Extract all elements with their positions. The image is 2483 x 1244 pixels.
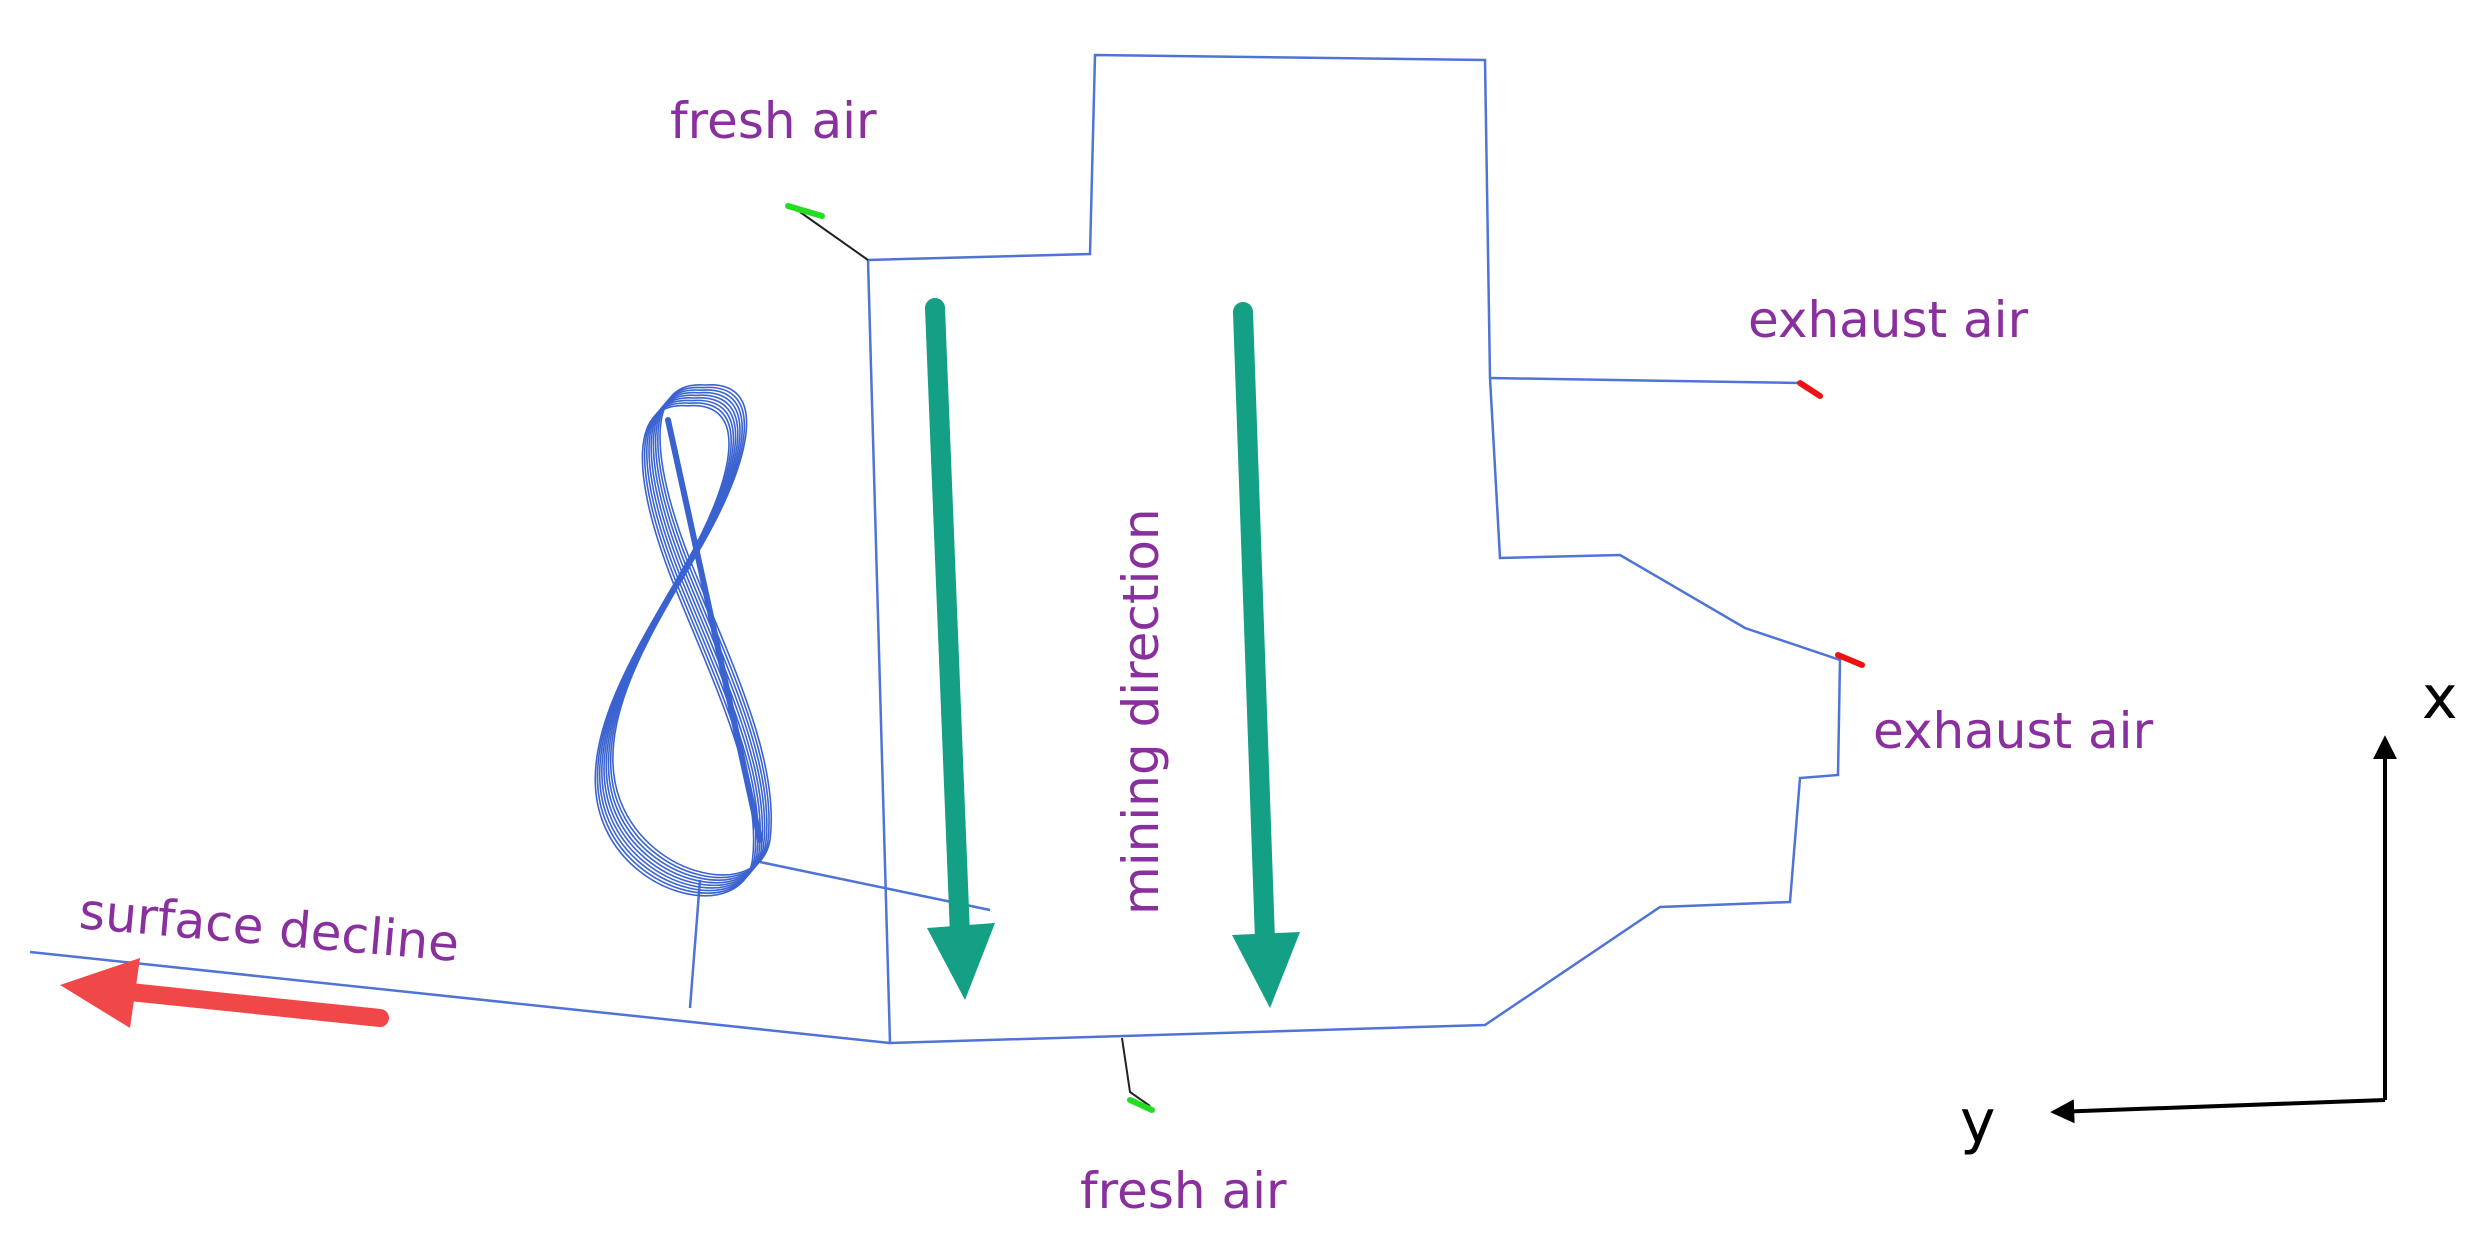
helix-spine (665, 417, 763, 843)
mining-direction-arrow-left (925, 298, 995, 1000)
exhaust-air-label-lower: exhaust air (1873, 702, 2154, 760)
fresh-air-marker-top (785, 203, 825, 219)
x-axis-label: x (2422, 663, 2458, 733)
fresh-air-marker-bottom (1127, 1097, 1155, 1113)
helix-loop (603, 394, 764, 887)
helix-loop (607, 389, 768, 881)
helix-ramp (594, 384, 773, 897)
fresh-air-shaft-bottom (1121, 1037, 1151, 1107)
y-axis-label: y (1960, 1087, 1996, 1157)
helix-loop (609, 386, 770, 879)
mining-direction-arrow-right (1232, 302, 1300, 1008)
y-axis-arrow (2050, 1098, 2386, 1124)
surface-decline-label: surface decline (77, 882, 462, 973)
coordinate-axes: x y (1960, 663, 2458, 1157)
fresh-air-label-bottom: fresh air (1080, 1162, 1287, 1220)
exhaust-air-marker-upper (1797, 380, 1823, 399)
surface-decline-line (29, 950, 891, 1045)
helix-connector-lower (688, 879, 702, 1009)
mining-direction-label: mining direction (1112, 508, 1170, 915)
surface-decline-arrow (60, 958, 389, 1028)
exhaust-air-duct-upper (1489, 376, 1801, 385)
mine-panel-outline (866, 53, 1842, 1045)
exhaust-air-label-upper: exhaust air (1748, 291, 2029, 349)
fresh-air-shaft-top (799, 211, 869, 261)
exhaust-air-marker-lower (1835, 652, 1865, 668)
fresh-air-label-top: fresh air (670, 92, 877, 150)
helix-loop (605, 391, 766, 884)
